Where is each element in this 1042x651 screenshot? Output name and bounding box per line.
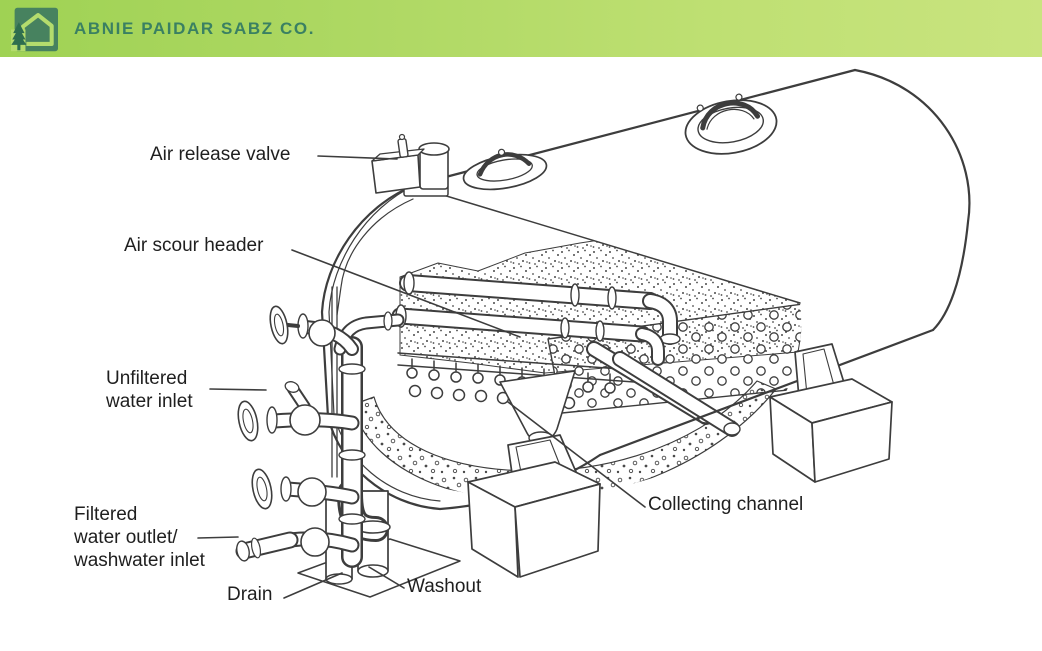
leader-lines <box>197 155 646 599</box>
label-filtered-water-outlet: Filtered water outlet/ washwater inlet <box>74 504 205 571</box>
pine-tree-icon <box>11 22 27 51</box>
label-unfiltered-water-inlet: Unfiltered water inlet <box>106 368 193 412</box>
air-scour-header-pipe-lower <box>391 304 665 366</box>
air-scour-header-pipe-upper <box>399 271 681 345</box>
filtered-water-outlet-stub <box>235 527 360 562</box>
leader-filtered-water-outlet <box>197 536 239 539</box>
label-air-scour-header: Air scour header <box>124 235 264 256</box>
bottom-lateral-pipes <box>586 341 741 437</box>
label-washout: Washout <box>407 576 482 597</box>
filter-vessel-diagram <box>197 68 971 599</box>
label-drain: Drain <box>227 584 273 605</box>
leader-collecting-channel <box>507 401 646 508</box>
label-air-release-valve: Air release valve <box>150 144 291 165</box>
valve-manifold <box>235 286 405 568</box>
far-support <box>769 343 893 483</box>
leader-air-scour-header <box>291 249 521 338</box>
company-name: ABNIE PAIDAR SABZ CO. <box>74 18 316 38</box>
manhole <box>684 93 778 155</box>
label-collecting-channel: Collecting channel <box>648 494 804 515</box>
leader-unfiltered-water-inlet <box>209 388 267 391</box>
company-logo <box>11 7 58 52</box>
unfiltered-water-inlet-valve <box>237 381 360 442</box>
valve-middle <box>251 468 360 510</box>
front-support <box>467 434 601 578</box>
leader-washout <box>368 566 405 589</box>
valve-top <box>269 305 359 356</box>
leader-drain <box>283 572 343 599</box>
header-bar: ABNIE PAIDAR SABZ CO. <box>0 0 1042 57</box>
diagram-area <box>0 57 1042 651</box>
handhole-fitting <box>462 148 548 191</box>
air-release-valve-assembly <box>371 133 450 197</box>
vessel-drawing <box>197 68 971 599</box>
leader-air-release-valve <box>317 155 398 160</box>
